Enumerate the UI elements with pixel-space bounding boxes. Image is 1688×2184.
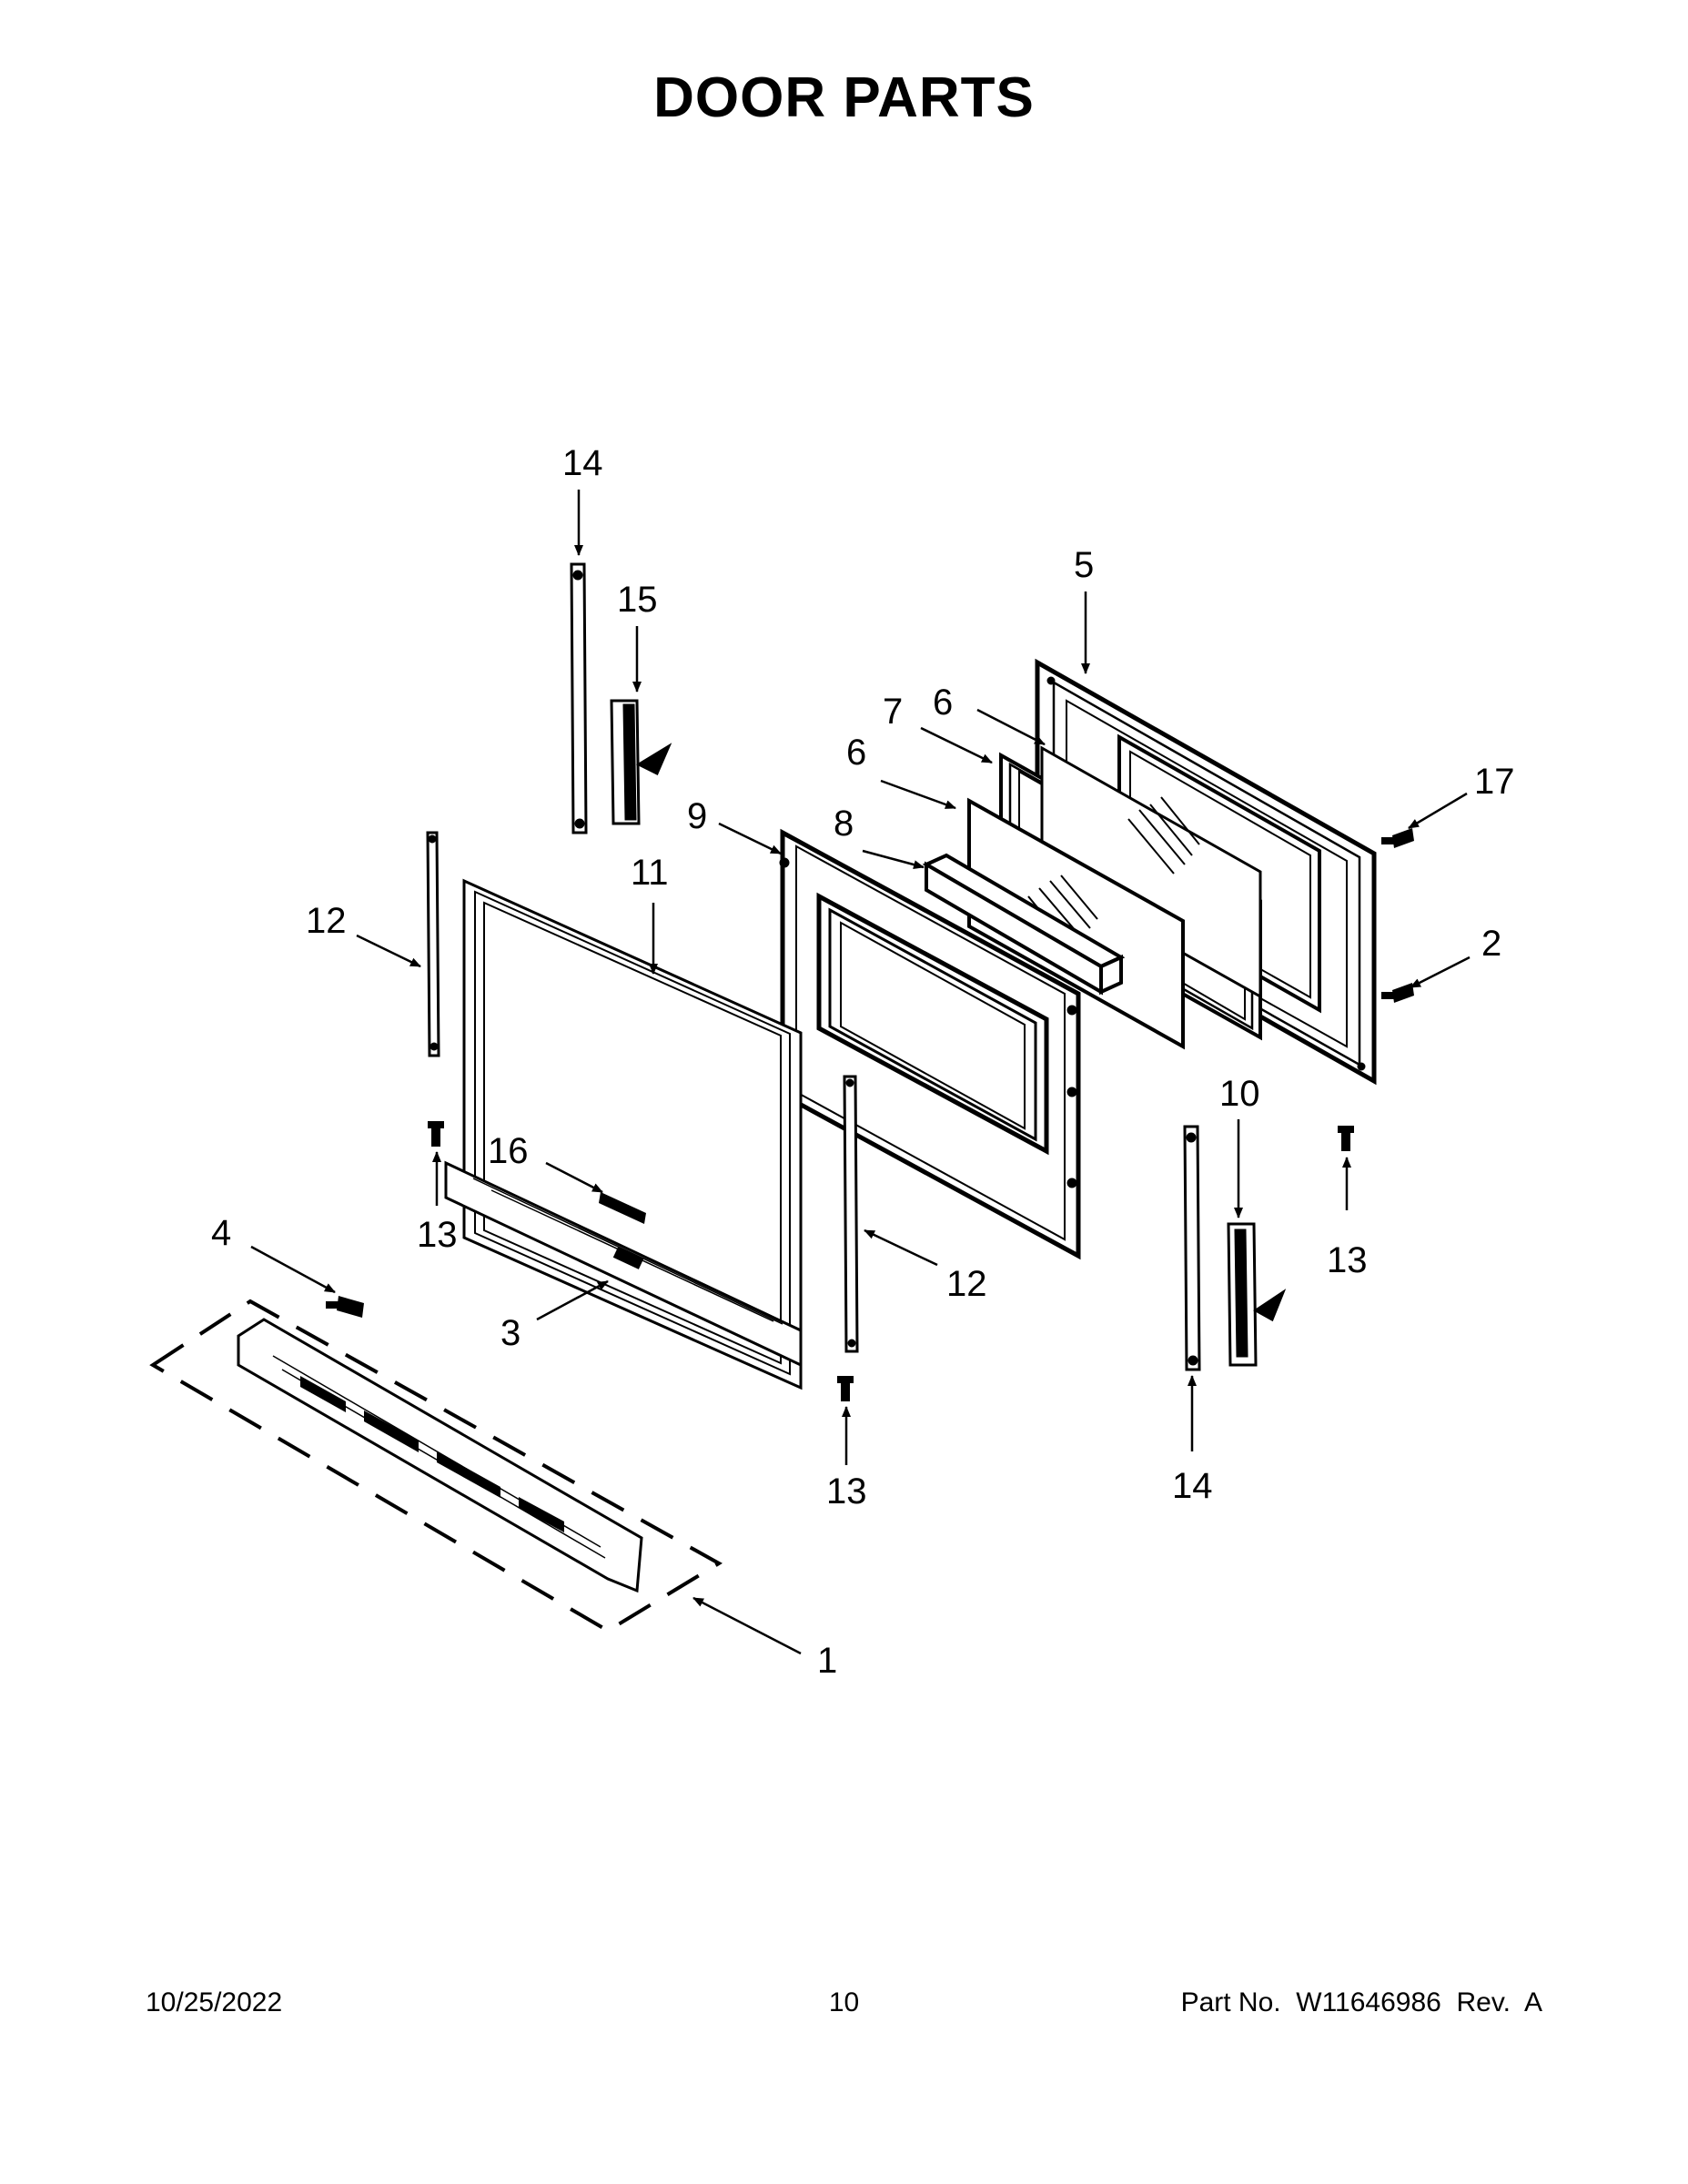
callout-14: 14 [562, 443, 603, 483]
callout-17: 17 [1474, 762, 1515, 802]
part-1-control-panel [149, 1299, 723, 1633]
callout-3: 3 [500, 1313, 521, 1353]
part-16-badge [599, 1192, 646, 1224]
callout-12: 12 [306, 901, 347, 941]
part-13-screw-left [428, 1121, 444, 1147]
callout-1: 1 [817, 1641, 837, 1681]
callout-14: 14 [1172, 1466, 1213, 1506]
part-13-screw-center [837, 1376, 854, 1401]
part-17-screw [1381, 828, 1414, 848]
page-title: DOOR PARTS [653, 66, 1035, 129]
callout-labels: 14 15 5 6 7 6 9 8 11 12 17 2 10 16 4 13 … [211, 443, 1515, 1681]
callout-10: 10 [1219, 1074, 1260, 1114]
part-6-rear-glass [1040, 745, 1262, 999]
part-4-screw [326, 1296, 364, 1318]
callout-13: 13 [417, 1215, 458, 1255]
leader-lines [250, 490, 1471, 1655]
part-14-lower-hinge-rail [1183, 1125, 1201, 1371]
part-13-screw-right [1338, 1126, 1354, 1151]
callout-6: 6 [933, 682, 953, 723]
callout-16: 16 [488, 1131, 529, 1171]
part-9-door-liner [779, 828, 1081, 1260]
callout-13: 13 [1327, 1240, 1368, 1280]
callout-11: 11 [631, 853, 669, 893]
callout-4: 4 [211, 1213, 231, 1253]
part-2-screw [1381, 983, 1414, 1003]
callout-8: 8 [834, 804, 854, 844]
part-12-left-side-trim [426, 831, 440, 1057]
part-11-outer-door-panel [462, 878, 803, 1390]
callout-15: 15 [617, 580, 658, 620]
callout-12: 12 [946, 1264, 987, 1304]
footer-page-number: 10 [828, 1987, 860, 2017]
part-10-hinge [1227, 1222, 1287, 1367]
part-8-insulation [922, 853, 1126, 996]
callout-7: 7 [883, 692, 903, 732]
part-12-right-side-trim [843, 1075, 859, 1353]
part-15-hinge [610, 699, 672, 825]
callout-9: 9 [687, 796, 707, 836]
callout-13: 13 [826, 1471, 867, 1512]
footer-part-number: Part No. W11646986 Rev. A [1180, 1987, 1542, 2017]
callout-6: 6 [846, 733, 866, 773]
part-3-bottom-trim [444, 1160, 803, 1368]
callout-5: 5 [1074, 545, 1094, 585]
callout-2: 2 [1481, 924, 1501, 964]
footer-date: 10/25/2022 [146, 1987, 283, 2017]
part-14-upper-hinge-rail [570, 562, 588, 834]
